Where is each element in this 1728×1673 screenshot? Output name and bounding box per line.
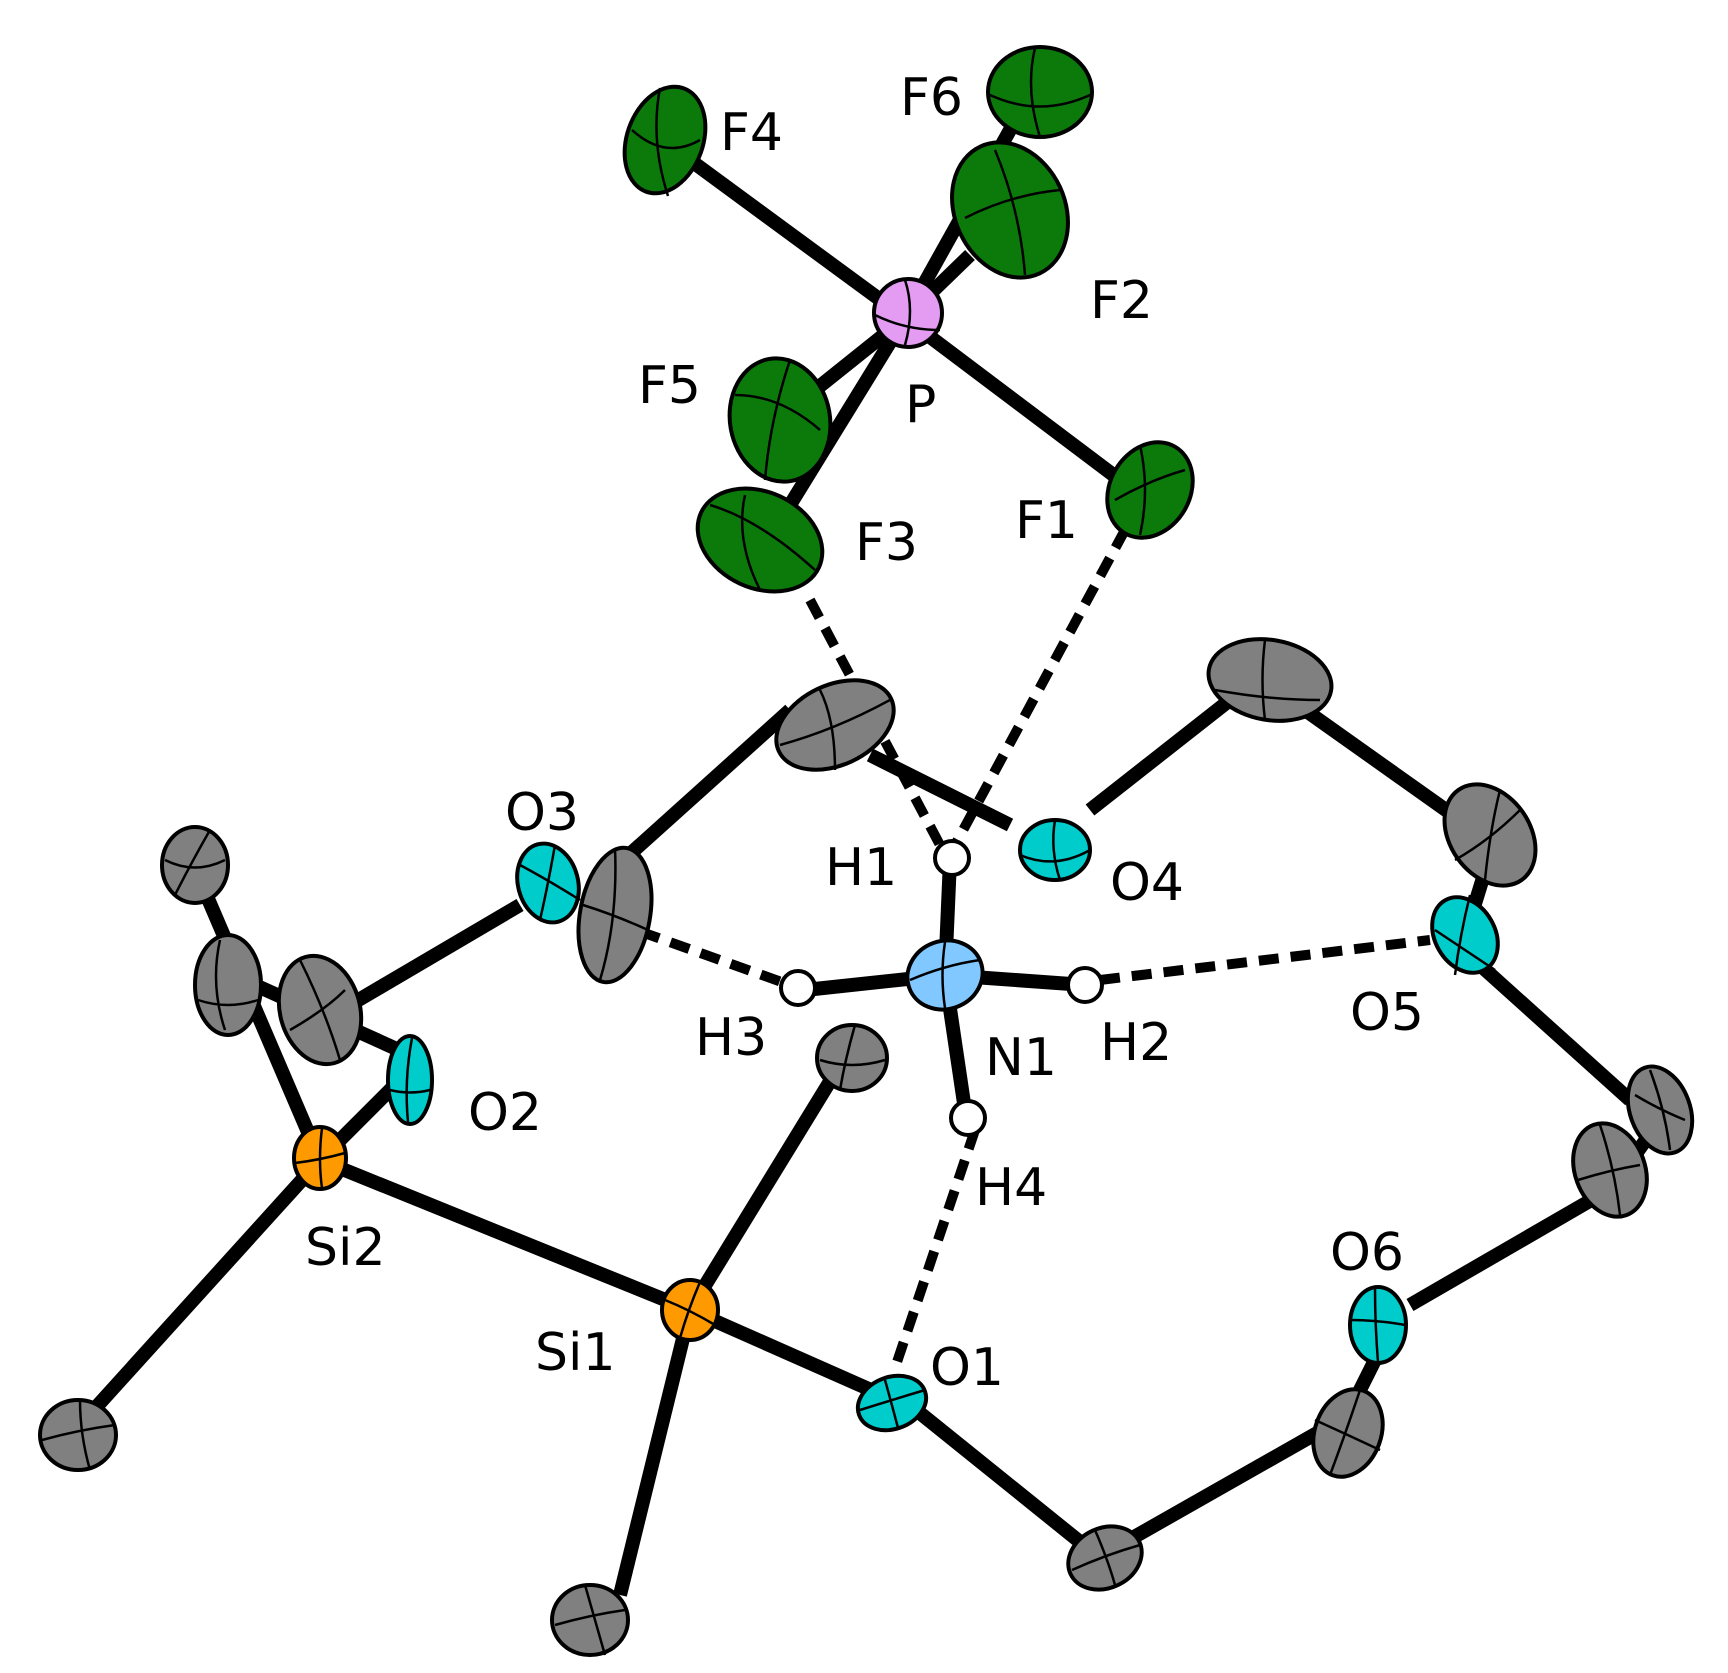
label-p: P bbox=[905, 375, 936, 435]
atom-p bbox=[872, 277, 944, 349]
label-si2: Si2 bbox=[305, 1218, 386, 1278]
carbon-atoms bbox=[38, 637, 1695, 1657]
label-h2: H2 bbox=[1100, 1013, 1172, 1073]
label-f1: F1 bbox=[1015, 491, 1078, 551]
atom-f3 bbox=[695, 486, 825, 594]
label-f4: F4 bbox=[720, 103, 783, 163]
atoms bbox=[38, 45, 1695, 1657]
label-o3: O3 bbox=[505, 783, 579, 843]
atom-f5 bbox=[727, 356, 833, 484]
atom-o5 bbox=[1430, 894, 1500, 976]
label-h1: H1 bbox=[825, 838, 897, 898]
label-o4: O4 bbox=[1110, 853, 1184, 913]
atom-o3 bbox=[515, 841, 581, 925]
label-f2: F2 bbox=[1090, 271, 1153, 331]
label-o2: O2 bbox=[468, 1083, 542, 1143]
label-h3: H3 bbox=[695, 1008, 767, 1068]
atom-h1 bbox=[933, 839, 971, 877]
label-f5: F5 bbox=[638, 356, 701, 416]
label-si1: Si1 bbox=[535, 1323, 616, 1383]
atom-o6 bbox=[1348, 1285, 1408, 1365]
atom-si2 bbox=[292, 1125, 348, 1191]
atom-o2 bbox=[386, 1034, 434, 1126]
atom-o4 bbox=[1018, 818, 1092, 882]
label-h4: H4 bbox=[975, 1158, 1047, 1218]
atom-h4 bbox=[949, 1099, 987, 1137]
label-n1: N1 bbox=[985, 1028, 1057, 1088]
hbond-h4-o1 bbox=[890, 1128, 980, 1370]
hbond-h2-o5 bbox=[1099, 935, 1431, 985]
atom-f6 bbox=[986, 45, 1094, 139]
atom-n1 bbox=[905, 938, 985, 1012]
label-o5: O5 bbox=[1350, 983, 1424, 1043]
atom-h3 bbox=[779, 969, 817, 1007]
atom-f2 bbox=[950, 140, 1070, 280]
label-f6: F6 bbox=[900, 68, 963, 128]
label-o6: O6 bbox=[1330, 1223, 1404, 1283]
hbond-h1-f1 bbox=[950, 527, 1130, 848]
atom-si1 bbox=[660, 1278, 720, 1342]
atom-f1 bbox=[1105, 440, 1195, 540]
label-f3: F3 bbox=[855, 513, 918, 573]
atom-h2 bbox=[1066, 966, 1104, 1004]
atom-labels: F4 F6 F2 F5 P F3 F1 O3 H1 O4 O5 H3 N1 H2… bbox=[305, 68, 1424, 1398]
atom-f4 bbox=[622, 84, 708, 197]
atom-o1 bbox=[855, 1373, 929, 1433]
label-o1: O1 bbox=[930, 1338, 1004, 1398]
